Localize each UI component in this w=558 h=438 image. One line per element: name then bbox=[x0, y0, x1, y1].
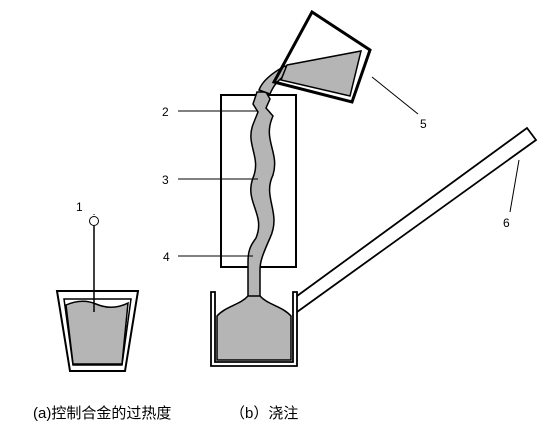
crucible-melt bbox=[65, 300, 129, 365]
leader-5 bbox=[371, 76, 419, 115]
ladle-body bbox=[271, 9, 372, 104]
ladle-melt bbox=[279, 50, 363, 97]
caption-b: （b）浇注 bbox=[230, 405, 298, 422]
thermometer-bulb bbox=[89, 216, 99, 226]
leader-lines bbox=[93, 76, 520, 257]
thermometer-group bbox=[89, 216, 99, 312]
caption-a: (a)控制合金的过热度 bbox=[33, 405, 171, 422]
wavy-channel bbox=[247, 91, 276, 301]
ladle-group bbox=[271, 9, 372, 104]
label-1: 1 bbox=[76, 200, 83, 214]
crucible-outer bbox=[55, 290, 140, 372]
label-2: 2 bbox=[162, 105, 169, 119]
inclined-channel-group bbox=[296, 126, 538, 313]
inclined-channel bbox=[296, 126, 538, 313]
basin-melt bbox=[216, 295, 292, 361]
basin-wall bbox=[210, 291, 298, 367]
label-4: 4 bbox=[163, 250, 170, 264]
label-5: 5 bbox=[420, 117, 427, 131]
crucible-group bbox=[55, 290, 140, 372]
label-3: 3 bbox=[162, 173, 169, 187]
label-6: 6 bbox=[503, 216, 510, 230]
leader-6 bbox=[509, 159, 520, 213]
crucible-inner bbox=[63, 298, 132, 366]
basin-group bbox=[210, 291, 298, 367]
